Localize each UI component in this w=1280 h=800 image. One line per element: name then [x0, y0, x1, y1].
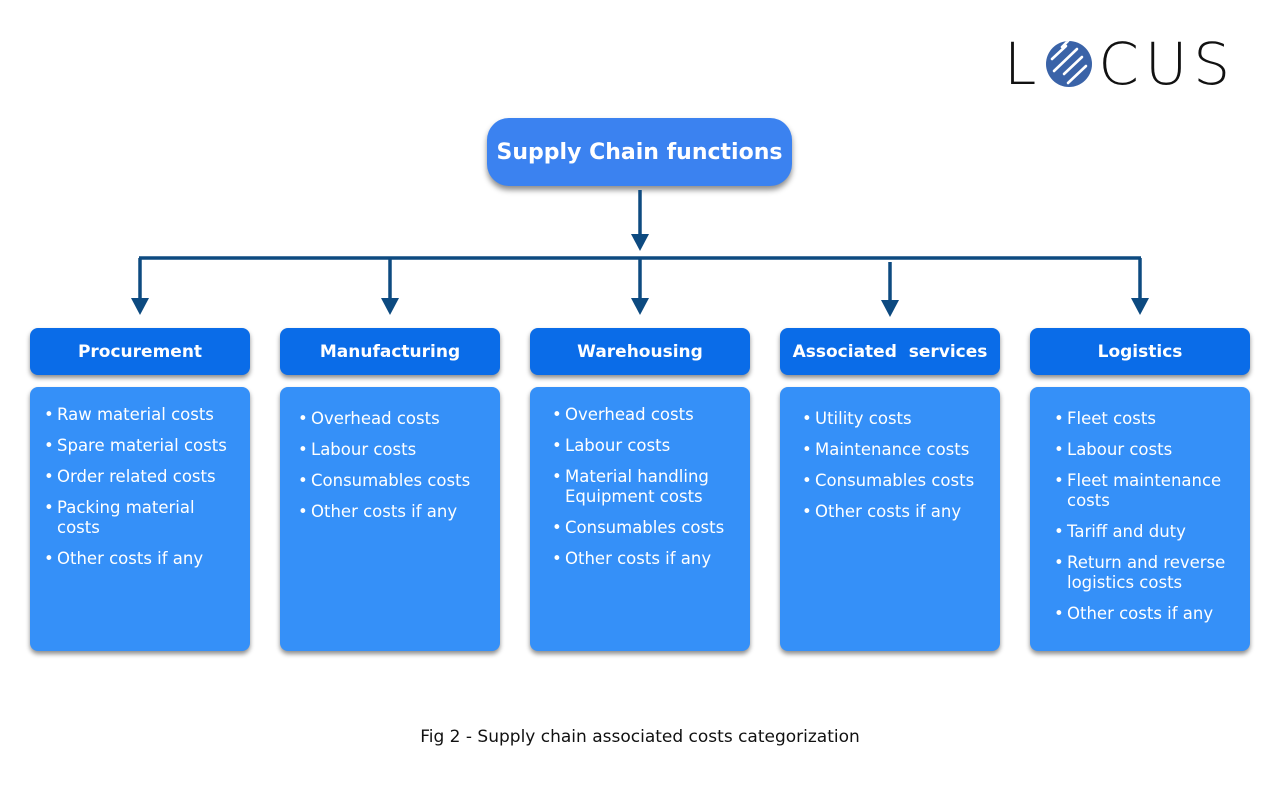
category-associated-services: Associated services Utility costs Mainte…: [780, 328, 1000, 651]
figure-caption: Fig 2 - Supply chain associated costs ca…: [420, 727, 860, 747]
list-item: Other costs if any: [1054, 604, 1240, 624]
list-item: Spare material costs: [44, 436, 240, 456]
globe-icon: [1046, 41, 1093, 87]
category-manufacturing: Manufacturing Overhead costs Labour cost…: [280, 328, 500, 651]
category-cost-list: Fleet costs Labour costs Fleet maintenan…: [1030, 387, 1250, 651]
root-node-supply-chain-functions: Supply Chain functions: [487, 118, 792, 186]
category-cost-list: Overhead costs Labour costs Material han…: [530, 387, 750, 651]
category-procurement: Procurement Raw material costs Spare mat…: [30, 328, 250, 651]
list-item: Other costs if any: [802, 502, 990, 522]
category-cost-list: Overhead costs Labour costs Consumables …: [280, 387, 500, 651]
list-item: Packing material costs: [44, 498, 240, 538]
list-item: Consumables costs: [802, 471, 990, 491]
list-item: Other costs if any: [298, 502, 490, 522]
arrow-head-warehousing: [631, 298, 649, 315]
list-item: Consumables costs: [298, 471, 490, 491]
category-header: Logistics: [1030, 328, 1250, 375]
category-header: Procurement: [30, 328, 250, 375]
category-warehousing: Warehousing Overhead costs Labour costs …: [530, 328, 750, 651]
arrow-head-procurement: [131, 298, 149, 315]
category-cost-list: Utility costs Maintenance costs Consumab…: [780, 387, 1000, 651]
list-item: Return and reverse logistics costs: [1054, 553, 1240, 593]
list-item: Raw material costs: [44, 405, 240, 425]
category-header: Manufacturing: [280, 328, 500, 375]
arrow-head-associated-services: [881, 300, 899, 317]
arrow-head-manufacturing: [381, 298, 399, 315]
locus-logo: L CUS: [1004, 30, 1236, 98]
list-item: Maintenance costs: [802, 440, 990, 460]
list-item: Utility costs: [802, 409, 990, 429]
arrow-head-logistics: [1131, 298, 1149, 315]
list-item: Other costs if any: [44, 549, 240, 569]
list-item: Labour costs: [298, 440, 490, 460]
category-cost-list: Raw material costs Spare material costs …: [30, 387, 250, 651]
list-item: Other costs if any: [552, 549, 740, 569]
list-item: Overhead costs: [298, 409, 490, 429]
logo-letters-cus: CUS: [1098, 30, 1237, 98]
category-header: Warehousing: [530, 328, 750, 375]
list-item: Material handling Equipment costs: [552, 467, 740, 507]
list-item: Order related costs: [44, 467, 240, 487]
list-item: Fleet costs: [1054, 409, 1240, 429]
list-item: Labour costs: [1054, 440, 1240, 460]
category-header: Associated services: [780, 328, 1000, 375]
list-item: Tariff and duty: [1054, 522, 1240, 542]
list-item: Overhead costs: [552, 405, 740, 425]
list-item: Labour costs: [552, 436, 740, 456]
list-item: Consumables costs: [552, 518, 740, 538]
category-logistics: Logistics Fleet costs Labour costs Fleet…: [1030, 328, 1250, 651]
list-item: Fleet maintenance costs: [1054, 471, 1240, 511]
arrow-head-root: [631, 234, 649, 251]
logo-letter-l: L: [1004, 30, 1043, 98]
